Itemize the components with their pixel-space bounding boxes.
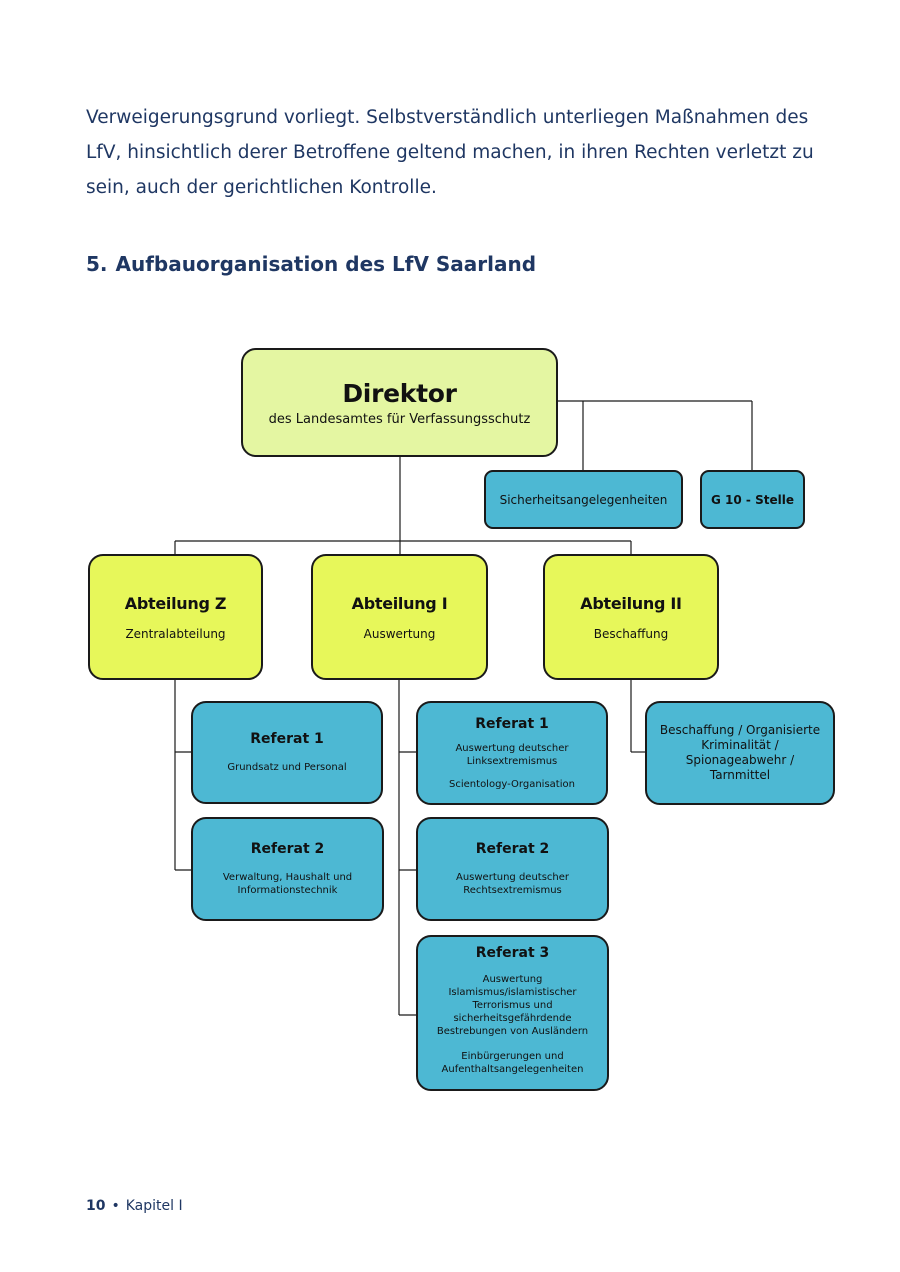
description-line: Bestrebungen von Ausländern [436, 1026, 589, 1037]
footer-separator: • [111, 1198, 120, 1214]
referat-title: Referat 1 [250, 731, 324, 747]
referat-description: Auswertung deutscher Linksextremismus Sc… [449, 742, 575, 791]
description-line: Terrorismus und [472, 1000, 553, 1011]
description-line: Scientology-Organisation [449, 778, 575, 790]
department-title: Abteilung Z [124, 593, 227, 613]
department-title: Abteilung I [351, 593, 448, 613]
referat-box: Referat 2 Auswertung deutscher Rechtsext… [416, 817, 609, 921]
description-line: sicherheitsgefährdende [453, 1013, 572, 1024]
director-subtitle: des Landesamtes für Verfassungsschutz [268, 411, 531, 427]
unit-description: Beschaffung / Organisierte Kriminalität … [660, 723, 820, 783]
description-line: Beschaffung / Organisierte [659, 723, 821, 737]
description-line: Kriminalität / [701, 738, 779, 752]
section-title: Aufbauorganisation des LfV Saarland [115, 252, 537, 276]
department-title: Abteilung II [580, 593, 682, 613]
page-number: 10 [86, 1198, 106, 1214]
staff-unit-box: Sicherheitsangelegenheiten [484, 470, 683, 529]
description-line: Auswertung deutscher [455, 872, 570, 883]
referat-description: Verwaltung, Haushalt und Informationstec… [223, 871, 352, 897]
page-footer: 10 • Kapitel I [86, 1198, 183, 1214]
referat-description: Grundsatz und Personal [227, 762, 347, 773]
paragraph-line: Verweigerungsgrund vorliegt. Selbstverst… [86, 107, 809, 128]
department-box: Abteilung II Beschaffung [543, 554, 719, 680]
referat-box: Referat 3 Auswertung Islamismus/islamist… [416, 935, 609, 1091]
procurement-unit-box: Beschaffung / Organisierte Kriminalität … [645, 701, 835, 805]
director-box: Direktor des Landesamtes für Verfassungs… [241, 348, 558, 457]
description-line: Auswertung deutscher [455, 742, 569, 754]
description-line: Aufenthaltsangelegenheiten [441, 1064, 584, 1075]
description-line: Tarnmittel [709, 768, 771, 782]
description-line: Rechtsextremismus [463, 885, 562, 896]
description-line: Informationstechnik [237, 885, 338, 896]
body-paragraph: Verweigerungsgrund vorliegt. Selbstverst… [86, 100, 814, 205]
section-number: 5. [86, 252, 108, 276]
department-box: Abteilung I Auswertung [311, 554, 488, 680]
description-line: Auswertung [482, 974, 543, 985]
staff-unit-label: Sicherheitsangelegenheiten [499, 492, 668, 507]
paragraph-line: LfV, hinsichtlich derer Betroffene gelte… [86, 142, 814, 163]
referat-description: Auswertung deutscher Rechtsextremismus [456, 871, 569, 897]
description-line: Islamismus/islamistischer [448, 987, 577, 998]
referat-box: Referat 1 Grundsatz und Personal [191, 701, 383, 804]
referat-description: Auswertung Islamismus/islamistischer Ter… [437, 973, 588, 1076]
referat-title: Referat 2 [475, 841, 550, 857]
description-line: Linksextremismus [466, 755, 558, 767]
chapter-label: Kapitel I [125, 1198, 183, 1214]
referat-title: Referat 2 [250, 841, 325, 857]
department-subtitle: Auswertung [363, 626, 436, 641]
department-subtitle: Beschaffung [593, 626, 669, 641]
section-heading: 5. Aufbauorganisation des LfV Saarland [86, 252, 536, 276]
description-line: Spionageabwehr / [685, 753, 795, 767]
department-subtitle: Zentralabteilung [125, 626, 226, 641]
director-title: Direktor [342, 378, 457, 408]
description-line: Verwaltung, Haushalt und [222, 872, 353, 883]
staff-unit-box: G 10 - Stelle [700, 470, 805, 529]
referat-box: Referat 2 Verwaltung, Haushalt und Infor… [191, 817, 384, 921]
department-box: Abteilung Z Zentralabteilung [88, 554, 263, 680]
description-line: Einbürgerungen und [461, 1051, 564, 1062]
paragraph-line: sein, auch der gerichtlichen Kontrolle. [86, 177, 437, 198]
referat-title: Referat 1 [475, 715, 549, 732]
staff-unit-label: G 10 - Stelle [711, 492, 794, 507]
referat-box: Referat 1 Auswertung deutscher Linksextr… [416, 701, 608, 805]
referat-title: Referat 3 [475, 945, 550, 961]
